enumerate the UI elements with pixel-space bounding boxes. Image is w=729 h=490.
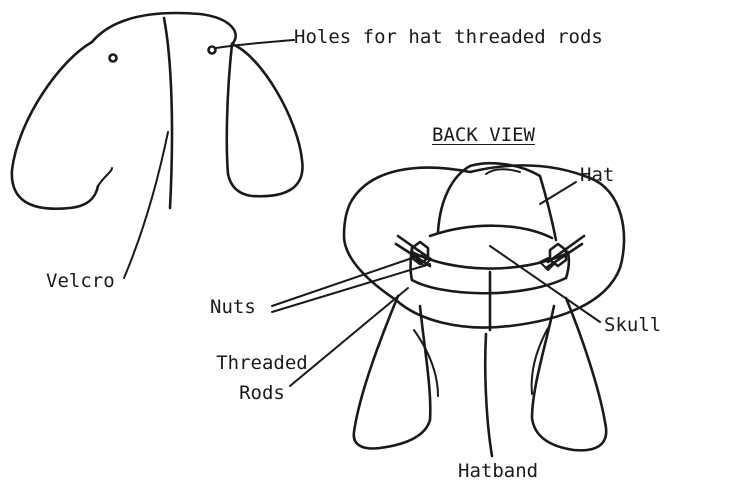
head-piece-top-view [12, 13, 303, 278]
hatband-label: Hatband [458, 460, 538, 482]
nuts-label: Nuts [210, 296, 256, 318]
holes-label: Holes for hat threaded rods [294, 26, 603, 48]
skull-label: Skull [604, 314, 661, 336]
threaded-rods-label-line2: Rods [196, 382, 328, 404]
back-view-drawing [272, 163, 624, 456]
back-view-heading: BACK VIEW [432, 124, 535, 146]
threaded-rods-label-line1: Threaded [196, 352, 328, 374]
hat-label: Hat [580, 164, 614, 186]
velcro-label: Velcro [46, 270, 115, 292]
